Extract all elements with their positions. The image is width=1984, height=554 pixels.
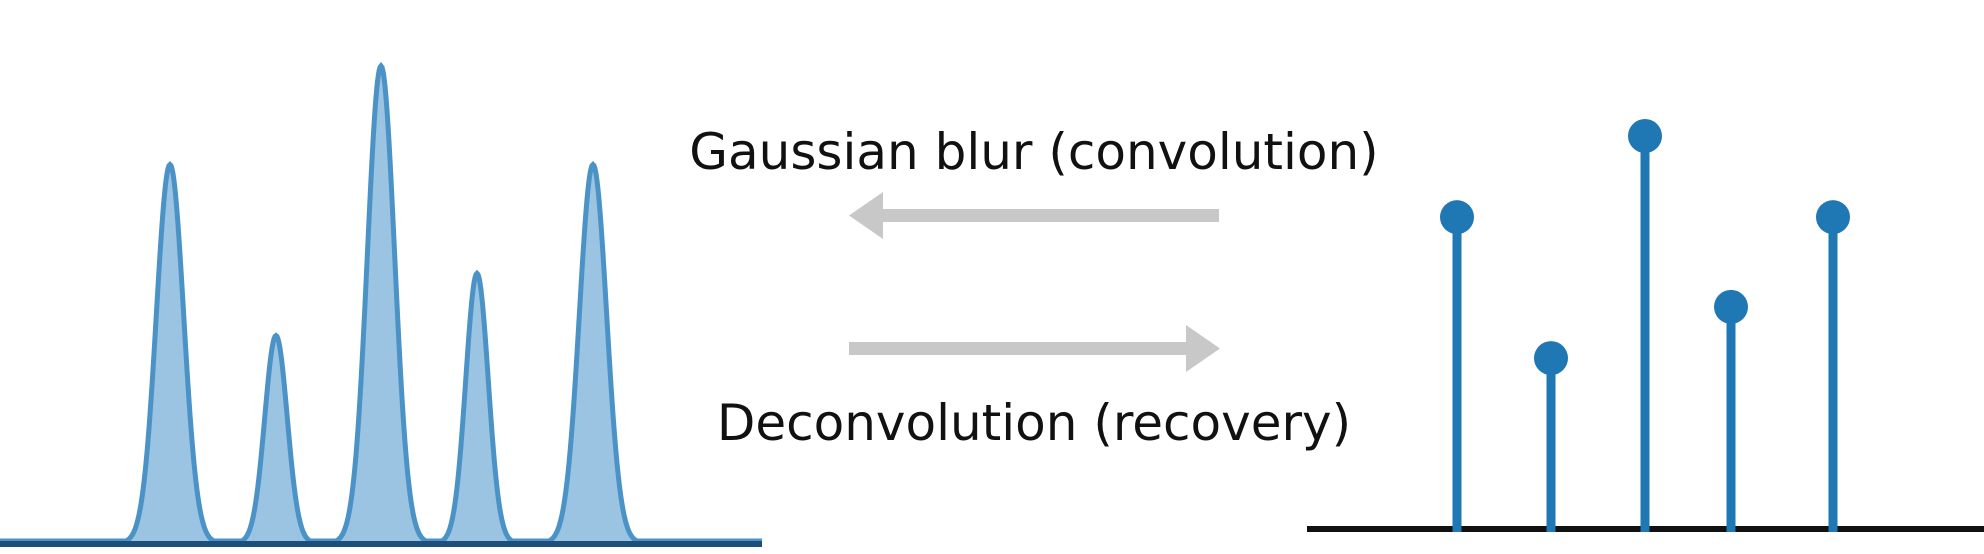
- spike-marker: [1534, 341, 1568, 376]
- spike-marker: [1628, 119, 1662, 153]
- spike-stem: [1440, 200, 1474, 532]
- spike-stem: [1628, 119, 1662, 532]
- deconvolution-label: Deconvolution (recovery): [717, 394, 1351, 452]
- blurred-curve-line: [0, 61, 762, 544]
- spike-stem: [1816, 200, 1850, 532]
- blurred-signal-panel: [0, 61, 762, 547]
- spike-signal-panel: [1307, 119, 1984, 532]
- spike-marker: [1714, 289, 1748, 324]
- blurred-curves: [0, 61, 762, 544]
- transform-arrows: Gaussian blur (convolution) Deconvolutio…: [689, 123, 1378, 452]
- spike-stems: [1440, 119, 1850, 532]
- right-arrow-icon: [849, 325, 1220, 372]
- convolution-label: Gaussian blur (convolution): [689, 123, 1378, 181]
- spike-stem: [1534, 341, 1568, 532]
- blurred-area: [0, 66, 762, 543]
- spike-marker: [1440, 200, 1474, 235]
- left-arrow-icon: [849, 192, 1219, 239]
- spike-marker: [1816, 200, 1850, 235]
- spike-stem: [1714, 289, 1748, 532]
